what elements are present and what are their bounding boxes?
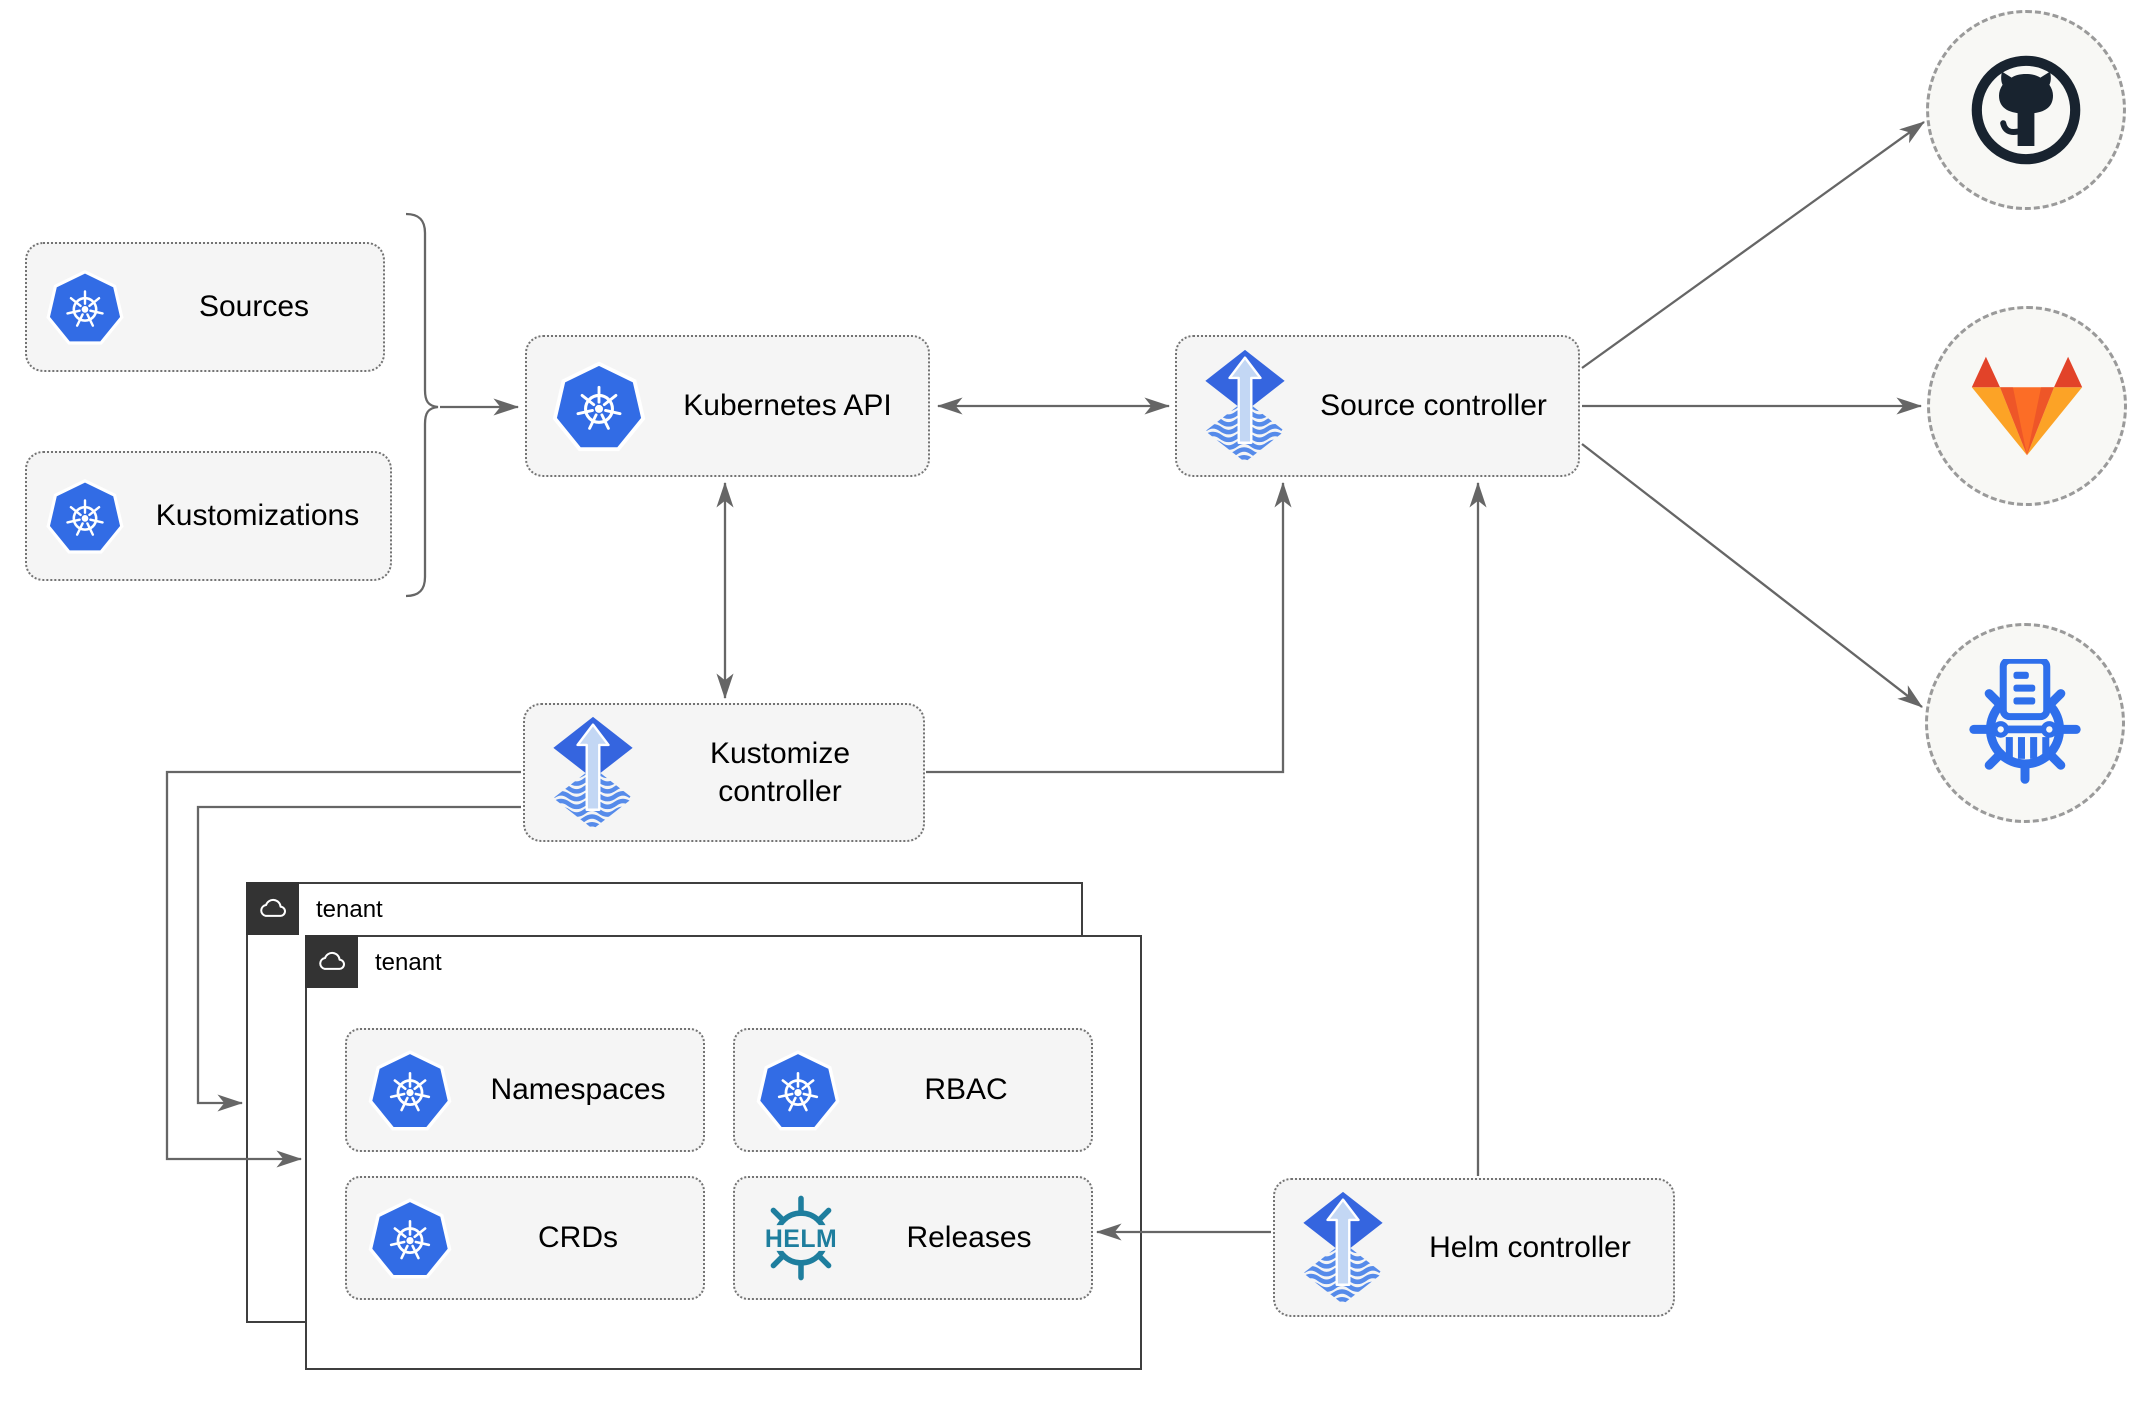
node-crds: CRDs [345,1176,705,1300]
chartmuseum-icon [1969,659,2081,784]
endpoint-github [1926,10,2126,210]
node-sources: Sources [25,242,385,372]
brace-sources-group [405,212,439,598]
kubernetes-wheel-icon [551,358,647,454]
node-source-controller: Source controller [1175,335,1580,477]
edge-source-to-github [1581,121,1925,369]
kubernetes-wheel-icon [367,1047,453,1133]
edge-kustomize-to-source-controller [926,481,1292,774]
node-helm-controller: Helm controller [1273,1178,1675,1317]
node-label: Sources [198,290,310,324]
gitlab-icon [1971,356,2083,456]
helm-wheel-icon: HELM [755,1192,847,1284]
flux-icon [549,715,637,831]
node-label: RBAC [924,1073,1008,1107]
node-label: Helm controller [1429,1230,1631,1264]
tenant-tab [305,935,358,988]
tenant-label: tenant [316,896,383,923]
node-label: Releases [906,1221,1032,1255]
node-releases: HELM Releases [733,1176,1093,1300]
node-label: Kustomizations [155,499,360,533]
cloud-icon [259,898,286,917]
node-kustomizations: Kustomizations [25,451,392,581]
edge-source-to-chartmuseum [1581,443,1923,708]
kubernetes-wheel-icon [367,1195,453,1281]
node-label: Kustomize controller [709,737,851,808]
kubernetes-wheel-icon [755,1047,841,1133]
github-icon [1971,55,2081,165]
flux-icon [1299,1190,1387,1306]
node-kustomize-controller: Kustomize controller [523,703,925,842]
node-label: Namespaces [490,1073,666,1107]
tenant-group-front: tenant [305,935,1142,1370]
kubernetes-wheel-icon [45,476,125,556]
helm-icon-text: HELM [765,1226,837,1253]
flux-icon [1201,348,1289,464]
node-label: Source controller [1320,389,1547,423]
node-label: CRDs [538,1221,618,1255]
kubernetes-wheel-icon [45,267,125,347]
tenant-label: tenant [375,949,442,976]
node-kubernetes-api: Kubernetes API [525,335,930,477]
node-namespaces: Namespaces [345,1028,705,1152]
node-label: Kubernetes API [683,389,892,423]
endpoint-gitlab [1927,306,2127,506]
node-rbac: RBAC [733,1028,1093,1152]
endpoint-chartmuseum [1925,623,2125,823]
cloud-icon [318,951,345,970]
tenant-tab [246,882,299,935]
